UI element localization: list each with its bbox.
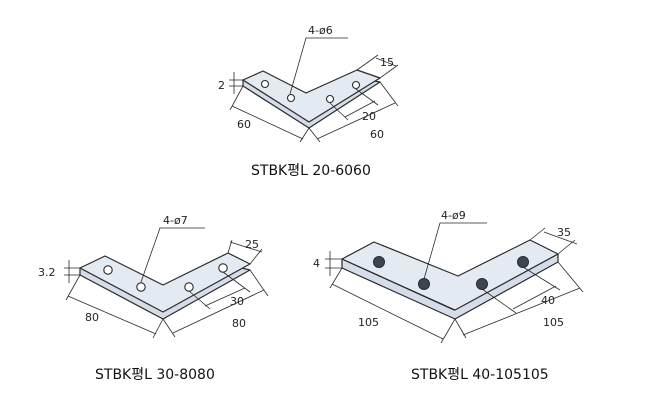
thickness-dim	[325, 251, 342, 276]
hole	[184, 282, 194, 292]
hole-label: 4-ø6	[308, 24, 333, 37]
thickness-label: 2	[218, 79, 225, 92]
pitch-dim	[481, 266, 561, 314]
hole	[418, 278, 430, 290]
pitch-dim	[188, 271, 251, 310]
part-caption-30-8080: STBK평L 30-8080	[95, 367, 215, 383]
hole-label: 4-ø9	[441, 209, 466, 222]
hole	[373, 256, 385, 268]
thickness-label: 3.2	[38, 266, 56, 279]
pitch-label: 30	[230, 295, 244, 308]
thickness-dim	[64, 260, 80, 283]
leg-right-label: 60	[370, 128, 384, 141]
hole	[260, 79, 270, 89]
leg-left-label: 80	[85, 311, 99, 324]
thickness-dim	[229, 72, 243, 94]
hole	[286, 93, 296, 103]
hole	[325, 94, 335, 104]
bracket-30-8080: 4-ø7 3.2 25 30 80 80	[38, 214, 269, 339]
leg-left-dim	[229, 85, 310, 143]
hole	[517, 256, 529, 268]
width-label: 25	[245, 238, 259, 251]
width-label: 15	[380, 56, 394, 69]
part-caption-40-105105: STBK평L 40-105105	[411, 367, 549, 383]
bracket-40-105105: 4-ø9 4 35 40 105 105	[313, 209, 584, 344]
pitch-label: 20	[362, 110, 376, 123]
width-dim	[529, 227, 578, 255]
leg-left-dim	[65, 274, 164, 339]
hole	[476, 278, 488, 290]
part-caption-20-6060: STBK평L 20-6060	[251, 163, 371, 179]
leg-right-label: 105	[543, 316, 564, 329]
thickness-label: 4	[313, 257, 320, 270]
leg-right-dim	[162, 269, 269, 338]
hole-label: 4-ø7	[163, 214, 188, 227]
width-label: 35	[557, 226, 571, 239]
hole-leader	[423, 222, 487, 280]
hole-leader	[140, 227, 205, 283]
leg-left-label: 105	[358, 316, 379, 329]
bracket-20-6060: 4-ø6 2 15 20 60 60	[218, 24, 399, 143]
pitch-dim	[329, 88, 379, 121]
hole	[218, 263, 228, 273]
width-dim	[227, 239, 263, 265]
hole-leader	[289, 37, 348, 95]
leg-left-dim	[329, 267, 456, 344]
hole	[136, 282, 146, 292]
leg-right-dim	[308, 81, 399, 143]
hole	[351, 80, 361, 90]
hole	[103, 265, 113, 275]
leg-right-dim	[454, 261, 584, 339]
width-dim	[356, 54, 399, 79]
leg-left-label: 60	[237, 118, 251, 131]
leg-right-label: 80	[232, 317, 246, 330]
